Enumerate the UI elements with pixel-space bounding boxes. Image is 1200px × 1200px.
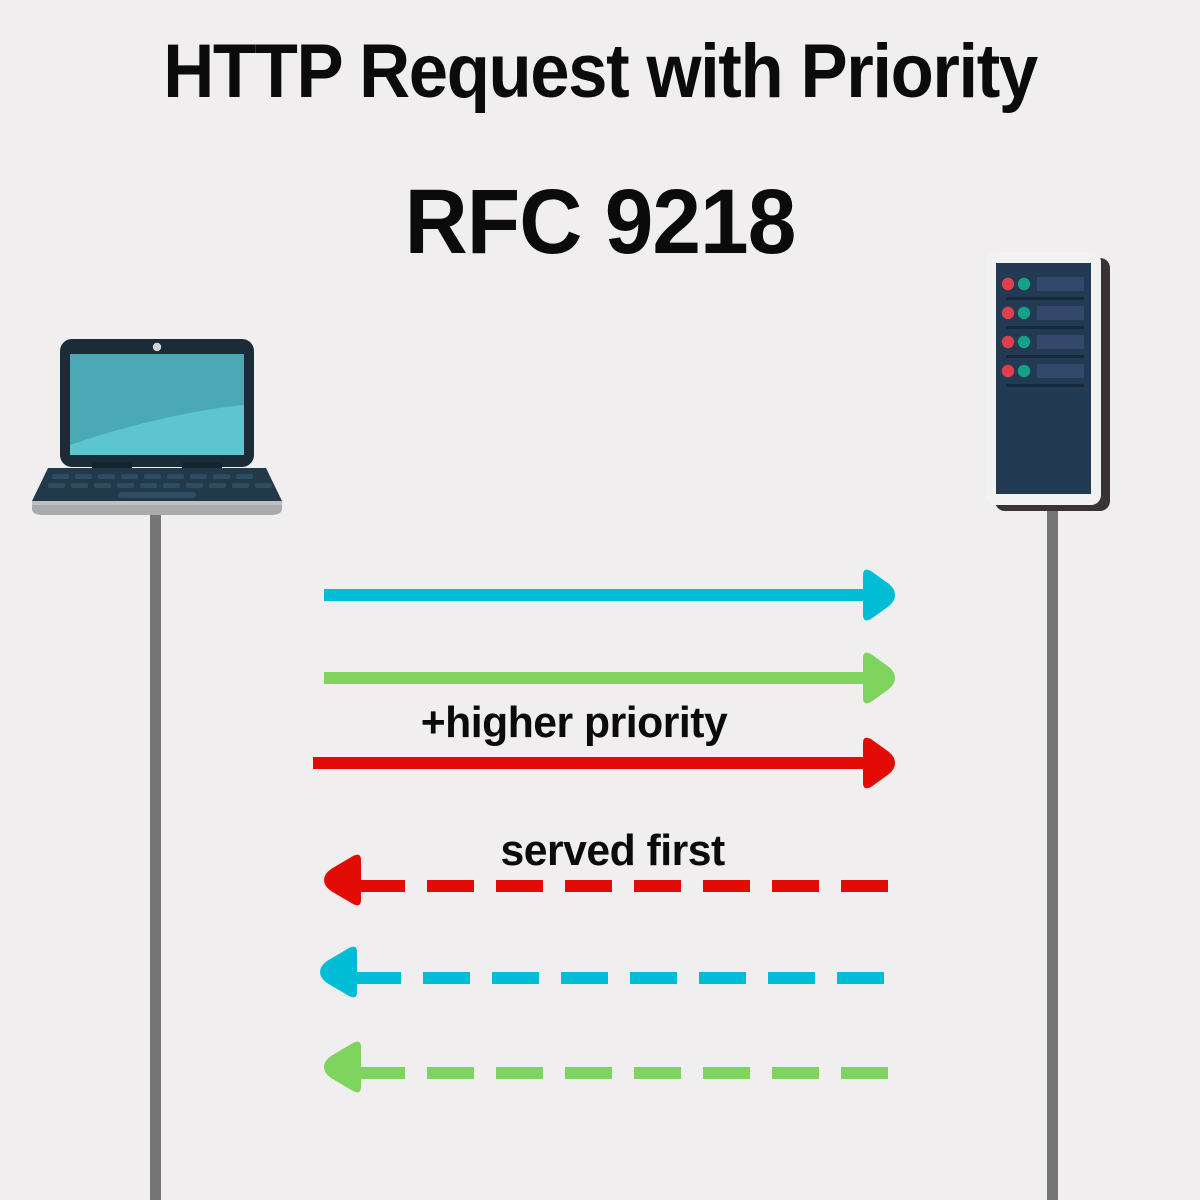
server-led-red <box>1001 277 1015 291</box>
message-label-higher-priority: +higher priority <box>420 698 728 747</box>
message-arrow-req-1 <box>324 569 895 621</box>
page-subtitle: RFC 9218 <box>404 171 797 273</box>
server-led-teal <box>1017 277 1031 291</box>
page-title: HTTP Request with Priority <box>163 29 1038 114</box>
server-led-teal <box>1017 364 1031 378</box>
server-led-red <box>1001 306 1015 320</box>
server-rack-icon <box>986 252 1110 511</box>
server-led-teal <box>1017 335 1031 349</box>
message-arrow-req-2 <box>324 652 895 704</box>
server-led-red <box>1001 364 1015 378</box>
server-led-red <box>1001 335 1015 349</box>
server-led-teal <box>1017 306 1031 320</box>
message-arrow-res-1 <box>324 854 892 906</box>
server-lifeline <box>1047 505 1058 1200</box>
message-label-served-first: served first <box>500 826 725 875</box>
client-laptop-icon <box>32 339 282 515</box>
message-arrow-res-3 <box>324 1041 892 1093</box>
client-lifeline <box>150 498 161 1200</box>
message-arrow-res-2 <box>320 946 892 998</box>
message-arrow-req-3 <box>313 737 895 789</box>
